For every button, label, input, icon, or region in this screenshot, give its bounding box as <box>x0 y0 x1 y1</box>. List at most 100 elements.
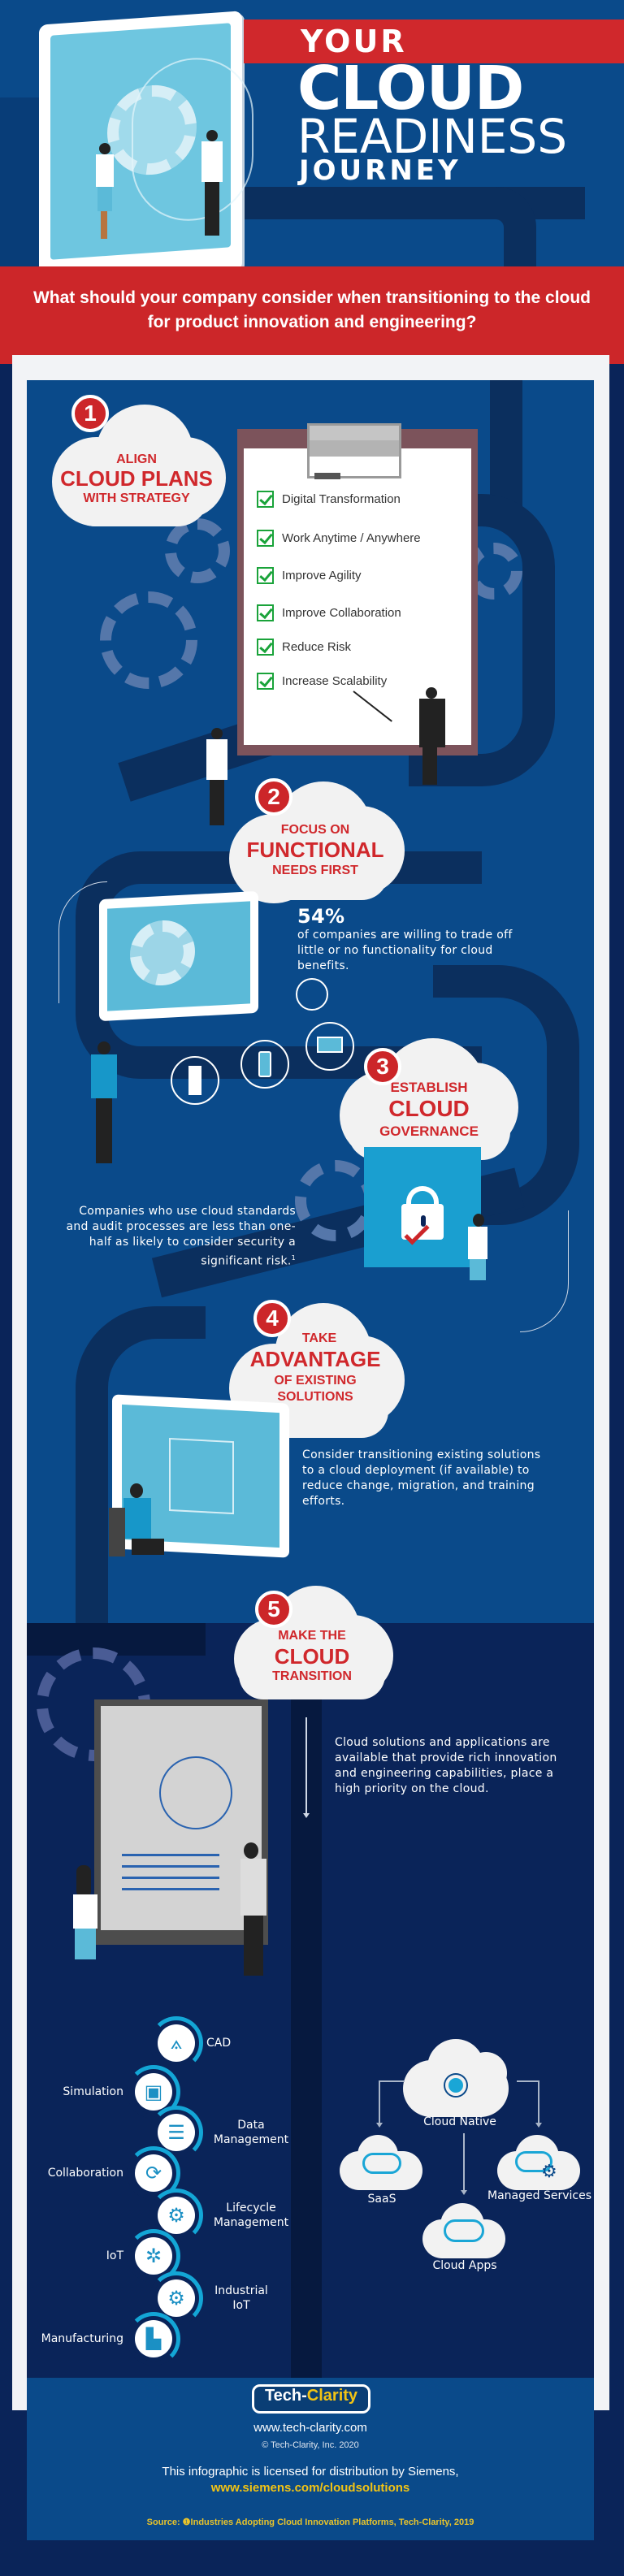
step-1-title-top: ALIGN <box>116 452 157 466</box>
network-hub-icon: ✲ <box>135 2237 172 2275</box>
tech-label: Industrial IoT <box>214 2284 268 2312</box>
connector-line <box>463 2133 465 2192</box>
step-4-text: Consider transitioning existing solution… <box>302 1448 541 1508</box>
step-4-title-bottom2: SOLUTIONS <box>277 1390 353 1404</box>
tech-item-industrial-iot: ⚙ Industrial IoT <box>150 2271 276 2325</box>
laptop-device-icon <box>296 978 328 1011</box>
people-cycle-icon: ⟳ <box>135 2154 172 2192</box>
step-4-title-top: TAKE <box>301 1331 337 1345</box>
saas-label: SaaS <box>367 2193 396 2206</box>
blueprint-line <box>122 1888 219 1890</box>
logo-text-clarity: Clarity <box>306 2387 358 2405</box>
checkbox-checked-icon <box>257 567 274 584</box>
title-readiness: READINESS <box>297 109 568 164</box>
checkbox-checked-icon <box>257 673 274 690</box>
footer-strip <box>27 2540 594 2553</box>
connector-line <box>538 2080 540 2124</box>
checklist-item: Increase Scalability <box>257 673 387 690</box>
footer-source: Source: ❶Industries Adopting Cloud Innov… <box>146 2518 474 2527</box>
checklist-label: Improve Collaboration <box>282 606 401 620</box>
person-presenter-right <box>416 687 445 785</box>
factory-icon: ▙ <box>135 2320 172 2357</box>
step-3-text: Companies who use cloud standards and au… <box>60 1204 296 1270</box>
checklist-item: Digital Transformation <box>257 491 401 508</box>
server-device-icon <box>171 1056 219 1105</box>
arrow-down-icon <box>303 1813 310 1818</box>
step-2-stat-value: 54% <box>297 905 345 928</box>
blueprint-board <box>94 1699 268 1945</box>
step-3-title-top: ESTABLISH <box>390 1080 468 1095</box>
person-woman-illustration <box>96 143 115 239</box>
arrow-down-icon <box>461 2190 467 2195</box>
checklist-label: Increase Scalability <box>282 674 388 688</box>
blueprint-line <box>122 1877 219 1879</box>
tech-item-cad: ⟑CAD <box>150 2016 231 2070</box>
arrow-down-icon <box>535 2123 542 2128</box>
tech-label: Data Management <box>213 2119 289 2146</box>
person-seated-man <box>109 1483 202 1605</box>
monitor-simulation-icon: ▣ <box>135 2073 172 2111</box>
step-5-title-top: MAKE THE <box>278 1629 346 1643</box>
step-2-cloud: FOCUS ON FUNCTIONAL NEEDS FIRST <box>226 781 405 903</box>
tech-clarity-logo[interactable]: Tech-Clarity <box>252 2384 370 2414</box>
question-text: What should your company consider when t… <box>32 288 592 331</box>
person-presenter-left <box>205 728 229 825</box>
title-cloud: CLOUD <box>297 54 524 123</box>
tech-item-data-management: ☰ Data Management <box>150 2106 296 2159</box>
footer-siemens-link[interactable]: www.siemens.com/cloudsolutions <box>210 2481 410 2495</box>
footer-website-link[interactable]: www.tech-clarity.com <box>254 2421 367 2435</box>
blueprint-line <box>122 1854 219 1856</box>
saas-node <box>340 2133 424 2190</box>
person-man-tablet <box>88 1041 120 1163</box>
cloud-outline-icon <box>132 54 254 225</box>
footer-license-text: This infographic is licensed for distrib… <box>162 2465 459 2479</box>
clipboard-clamp <box>307 423 401 479</box>
gears-icon: ⚙ <box>541 2161 557 2181</box>
blueprint-gear-drawing <box>159 1756 232 1829</box>
tech-label: IoT <box>106 2249 124 2262</box>
checkbox-checked-icon <box>257 491 274 508</box>
step-2-stat-text: of companies are willing to trade off li… <box>297 929 513 972</box>
title-journey: JOURNEY <box>299 154 462 187</box>
connector-line <box>379 2080 405 2082</box>
step-2-title-top: FOCUS ON <box>280 823 350 837</box>
connector-line <box>379 2080 380 2124</box>
person-woman-notes <box>73 1865 101 1974</box>
cloud-native-node <box>403 2036 517 2117</box>
tech-label: Manufacturing <box>41 2332 124 2345</box>
step-1-number-badge: 1 <box>72 395 109 432</box>
tech-label: Collaboration <box>47 2167 124 2180</box>
laptop-device-icon <box>306 1022 354 1071</box>
step-3-title-bottom: GOVERNANCE <box>379 1123 479 1139</box>
connector-line <box>517 2080 540 2082</box>
step-5-number-badge: 5 <box>255 1591 292 1628</box>
person-man-board <box>240 1842 270 1976</box>
checklist-item: Work Anytime / Anywhere <box>257 530 421 547</box>
step-3-text-content: Companies who use cloud standards and au… <box>66 1205 296 1268</box>
logo-text-tech: Tech- <box>264 2387 307 2405</box>
step-4-number-badge: 4 <box>254 1300 291 1337</box>
arrow-down-icon <box>376 2123 383 2128</box>
chart-line-icon <box>362 2153 401 2174</box>
checklist-item: Reduce Risk <box>257 639 351 656</box>
title-your: YOUR <box>301 24 407 59</box>
database-gear-icon: ☰ <box>158 2114 195 2151</box>
person-man-illustration <box>202 130 223 236</box>
checkbox-checked-icon <box>257 604 274 621</box>
road-path-curve-3 <box>76 1306 206 1623</box>
step-3-number-badge: 3 <box>364 1048 401 1085</box>
cloud-apps-node <box>422 2202 507 2258</box>
padlock-shackle <box>406 1186 439 1206</box>
factory-gear-icon: ⚙ <box>158 2279 195 2317</box>
compass-drawing-icon: ⟑ <box>158 2024 195 2062</box>
step-4-title-main: ADVANTAGE <box>249 1347 381 1371</box>
tech-item-collaboration: Collaboration ⟳ <box>41 2146 180 2200</box>
security-panel <box>364 1147 481 1267</box>
cloud-outline-icon <box>515 2151 552 2172</box>
step-3-title-main: CLOUD <box>388 1096 470 1121</box>
step-5-title-main: CLOUD <box>274 1644 350 1669</box>
tablet-illustration <box>99 890 258 1022</box>
blueprint-line <box>122 1865 219 1868</box>
step-2-stat-block: 54% of companies are willing to trade of… <box>297 905 525 974</box>
step-1-title-main: CLOUD PLANS <box>60 466 213 491</box>
